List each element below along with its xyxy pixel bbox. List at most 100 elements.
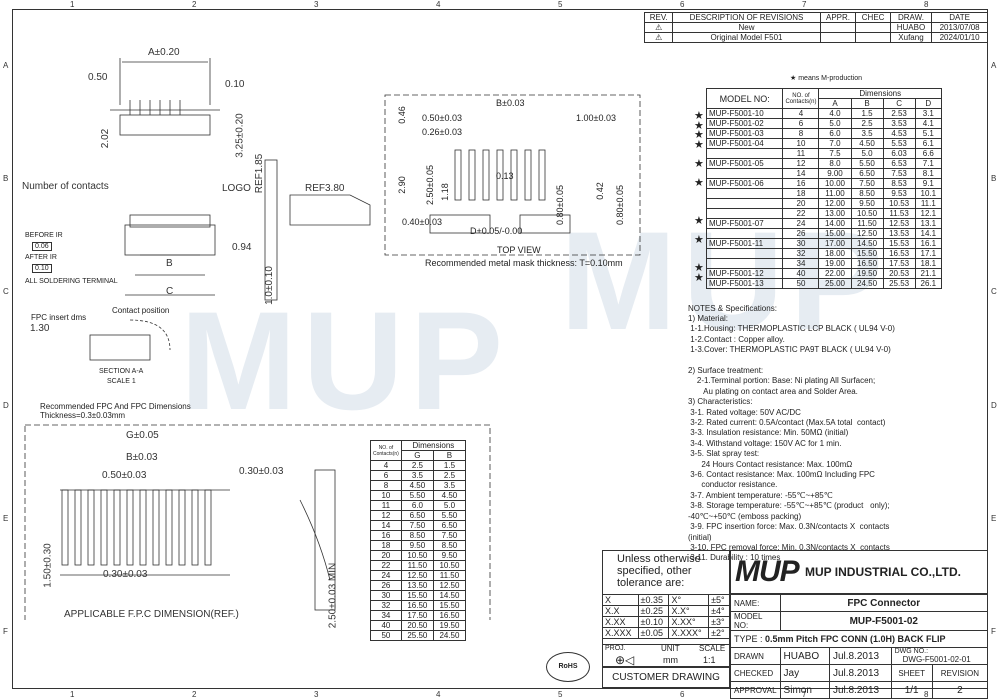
fpc-cell: 22 [370,560,402,571]
revision-desc: New [672,22,821,33]
model-c: 9.53 [882,188,916,199]
sheet-label: SHEET [890,664,933,682]
model-number: MUP-F5001-13 [705,278,784,289]
model-b: 12.50 [850,228,884,239]
fpc-cell: 3.5 [432,480,467,491]
model-c: 13.53 [882,228,916,239]
note-line: 2-1.Terminal portion: Base: Ni plating A… [688,376,876,386]
zone-row-E: E [3,514,9,523]
model-a: 11.00 [818,188,852,199]
dim-325: 3.25±0.20 [234,113,246,158]
model-d: 3.1 [914,108,943,119]
model-number: MUP-F5001-07 [705,218,784,229]
model-a: 7.5 [818,148,852,159]
tolerance-v2: ±2° [708,627,730,639]
model-b: 6.50 [850,168,884,179]
proj-unit-scale: PROJ. ⊕◁ UNIT mm SCALE 1:1 [602,644,730,667]
fpc-cell: 5.50 [432,510,467,521]
model-n: 32 [782,248,820,259]
revision-appr [819,22,857,33]
tolerance-k1: X.XXX [602,627,639,639]
fpc-cell: 32 [370,600,402,611]
fpc-cell: 40 [370,620,402,631]
label-contact-position: Contact position [112,306,170,315]
fpc-cell: 9.50 [400,540,434,551]
label-after-ir: AFTER IR [25,254,57,261]
projection-symbol: ⊕◁ [615,653,635,667]
revision-draw: HUABO [889,22,933,33]
revision-table: REV. DESCRIPTION OF REVISIONS APPR. CHEC… [643,12,988,43]
model-b: 14.50 [850,238,884,249]
title-info-table: NAME:FPC Connector MODEL NO:MUP-F5001-02… [730,594,989,699]
model-b: 9.50 [850,198,884,209]
dim-col-c: C [882,98,916,109]
zone-column-1: 1 [70,690,75,699]
label-mask-note: Recommended metal mask thickness: T=0.10… [425,258,623,268]
fpc-cell: 4.50 [432,490,467,501]
fpc-finger [113,489,121,566]
dim-f030: 0.30±0.03 [239,466,284,477]
dim-094: 0.94 [232,242,252,253]
model-c: 10.53 [882,198,916,209]
tolerance-k2: X.XX° [668,616,710,628]
model-c: 2.53 [882,108,916,119]
zone-column-3: 3 [314,690,319,699]
model-c: 25.53 [882,278,916,289]
specified-line: specified, other [617,565,692,577]
model-b: 24.50 [850,278,884,289]
model-d: 10.1 [914,188,943,199]
model-a: 18.00 [818,248,852,259]
tolerance-v2: ±4° [708,605,730,617]
checked-date: Jul.8.2013 [828,664,892,682]
model-n: 24 [782,218,820,229]
model-n: 22 [782,208,820,219]
model-a: 15.00 [818,228,852,239]
dim-col-b: B [850,98,884,109]
model-n: 11 [782,148,820,159]
fpc-cell: 10.50 [400,550,434,561]
note-line: 1) Material: [688,314,729,323]
dim-130: 1.30 [30,323,50,334]
note-line: 2) Surface treatment: [688,366,764,376]
model-d: 21.1 [914,268,943,279]
fpc-cell: 12.50 [432,580,467,591]
tolerance-block: Unless otherwise specified, other tolera… [602,550,730,688]
model-a: 22.00 [818,268,852,279]
zone-column-3: 3 [314,0,319,9]
star-icon: ★ [694,176,704,189]
model-n: 30 [782,238,820,249]
zone-row-F: F [991,627,996,637]
fpc-cell: 12 [370,510,402,521]
fpc-cell: 25.50 [400,630,434,641]
fpc-frame [24,424,491,620]
model-n: 50 [782,278,820,289]
solder-pad [538,149,546,201]
fpc-cell: 3.5 [400,470,434,481]
model-b: 10.50 [850,208,884,219]
dim-050: 0.50 [88,72,108,83]
dim-p100: 1.00±0.03 [576,113,616,123]
tolerance-k1: X.X [602,605,639,617]
fpc-cell: 26 [370,580,402,591]
dim-013: 0.13 [496,171,514,181]
model-n: 20 [782,198,820,209]
customer-drawing: CUSTOMER DRAWING [602,667,730,688]
model-label: MODEL NO: [730,611,781,631]
zone-column-5: 5 [558,0,563,9]
model-number [705,228,784,239]
fpc-finger [191,489,199,566]
side-profile [289,194,371,226]
fpc-cell: 16.50 [400,600,434,611]
star-icon: ★ [694,110,704,122]
model-b: 3.5 [850,128,884,139]
model-c: 20.53 [882,268,916,279]
